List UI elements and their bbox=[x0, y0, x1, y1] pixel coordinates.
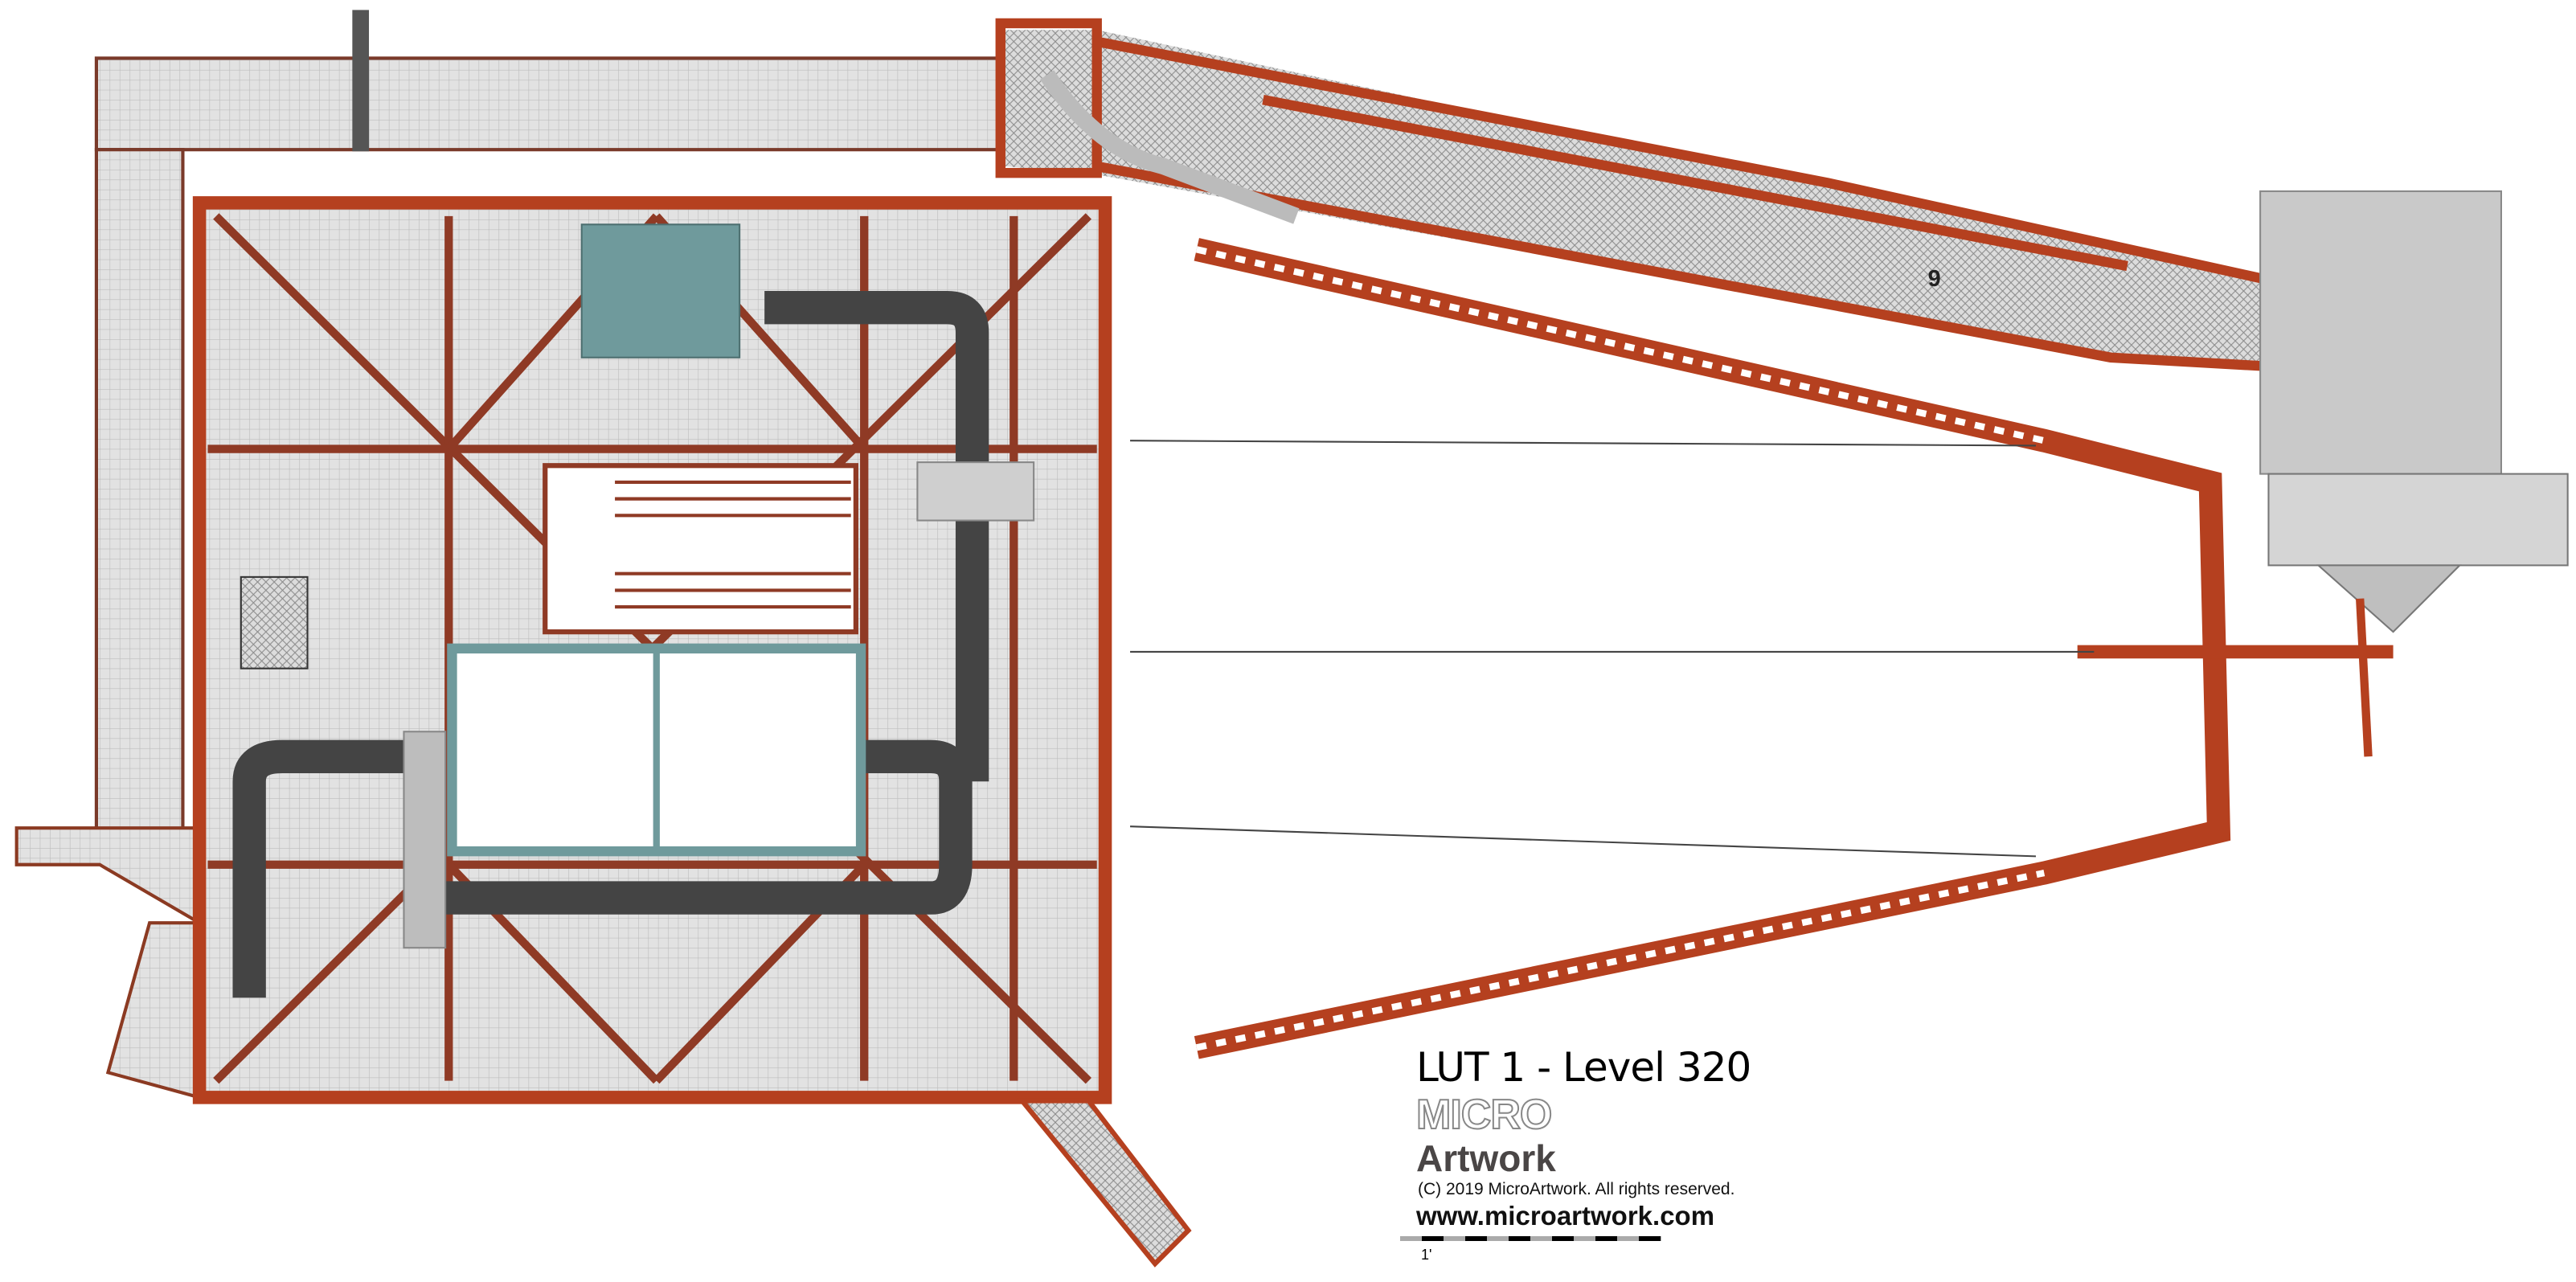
logo-micro-text: MICRO bbox=[1415, 1092, 1553, 1138]
swing-arms bbox=[1130, 238, 2394, 1059]
logo-artwork-text: Artwork bbox=[1416, 1137, 1556, 1179]
main-platform bbox=[192, 196, 1112, 1104]
bottom-stair bbox=[1017, 1098, 1192, 1268]
left-walkway bbox=[14, 148, 202, 1100]
scale-bar bbox=[1400, 1236, 1661, 1241]
boom-marker: 9 bbox=[1928, 266, 1941, 292]
copyright-text: (C) 2019 MicroArtwork. All rights reserv… bbox=[1418, 1180, 1735, 1198]
website-link[interactable]: www.microartwork.com bbox=[1416, 1201, 1715, 1231]
top-walkway bbox=[94, 10, 1004, 152]
scale-bar-label: 1' bbox=[1421, 1247, 1432, 1263]
drawing-title: LUT 1 - Level 320 bbox=[1416, 1044, 1751, 1091]
upper-boom bbox=[995, 18, 2569, 633]
